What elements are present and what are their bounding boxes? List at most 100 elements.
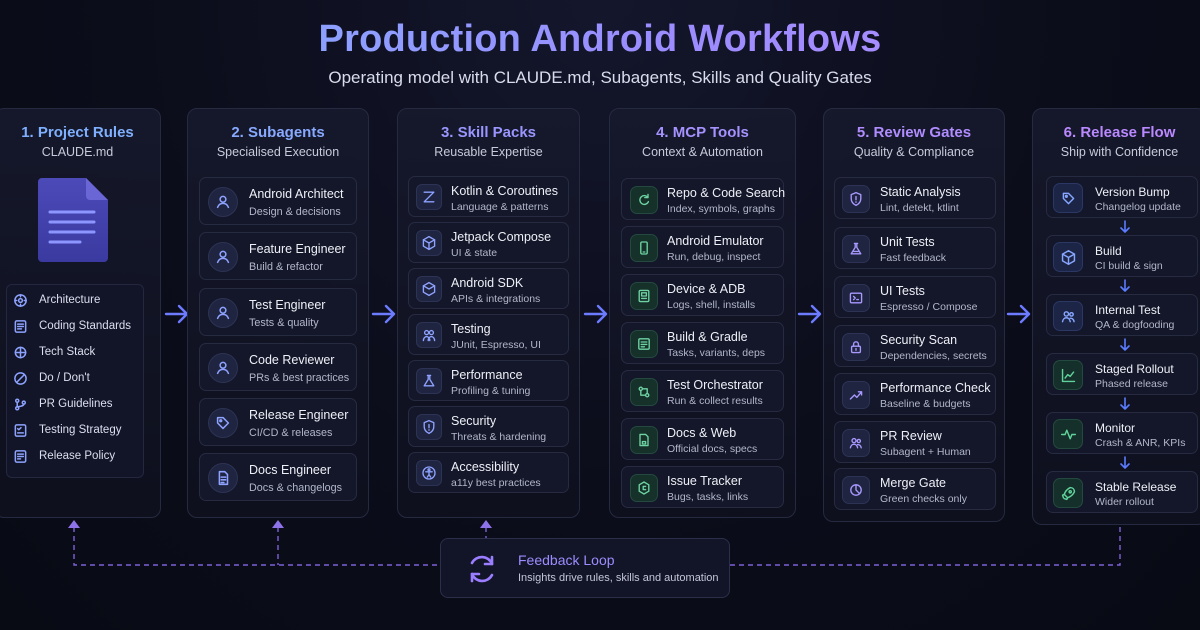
subagent-desc: PRs & best practices — [249, 372, 350, 384]
tool-card[interactable]: Build & Gradle Tasks, variants, deps — [621, 322, 784, 364]
document-icon — [38, 178, 108, 262]
tool-desc: Bugs, tasks, links — [667, 491, 749, 503]
tool-desc: Logs, shell, installs — [667, 299, 756, 311]
column-skill-packs: 3. Skill Packs Reusable Expertise Kotlin… — [397, 108, 580, 518]
release-step-desc: Crash & ANR, KPIs — [1095, 437, 1186, 449]
subagent-name: Android Architect — [249, 187, 344, 201]
tool-desc: Run, debug, inspect — [667, 251, 761, 263]
users-icon — [1053, 301, 1083, 331]
subagent-name: Code Reviewer — [249, 353, 335, 367]
skill-desc: Language & patterns — [451, 201, 549, 213]
rule-label: Release Policy — [39, 450, 116, 462]
gate-card[interactable]: Unit Tests Fast feedback — [834, 227, 996, 269]
release-step-name: Monitor — [1095, 421, 1136, 435]
lock-icon — [842, 333, 870, 361]
stack-icon — [13, 345, 28, 360]
release-step[interactable]: Staged Rollout Phased release — [1046, 353, 1198, 395]
issue-icon — [630, 474, 658, 502]
subagent-card[interactable]: Feature Engineer Build & refactor — [199, 232, 357, 280]
tool-name: Docs & Web — [667, 426, 737, 440]
rule-label: Do / Don't — [39, 372, 90, 384]
rule-item[interactable]: Release Policy — [13, 447, 141, 467]
tool-card[interactable]: Repo & Code Search Index, symbols, graph… — [621, 178, 785, 220]
feedback-title: Feedback Loop — [518, 552, 615, 568]
release-step[interactable]: Monitor Crash & ANR, KPIs — [1046, 412, 1198, 454]
subagent-card[interactable]: Android Architect Design & decisions — [199, 177, 357, 225]
tool-card[interactable]: Issue Tracker Bugs, tasks, links — [621, 466, 784, 508]
skill-card[interactable]: Testing JUnit, Espresso, UI — [408, 314, 569, 355]
subagent-desc: Docs & changelogs — [249, 482, 343, 494]
arrow-right-icon — [1006, 303, 1032, 325]
rule-item[interactable]: Architecture — [13, 291, 141, 311]
skill-card[interactable]: Android SDK APIs & integrations — [408, 268, 569, 309]
rule-item[interactable]: Do / Don't — [13, 369, 141, 389]
rule-item[interactable]: Tech Stack — [13, 343, 141, 363]
skill-card[interactable]: Jetpack Compose UI & state — [408, 222, 569, 263]
rule-label: PR Guidelines — [39, 398, 113, 410]
skill-desc: a11y best practices — [451, 477, 541, 489]
gate-card[interactable]: Performance Check Baseline & budgets — [834, 373, 996, 415]
gate-card[interactable]: Static Analysis Lint, detekt, ktlint — [834, 177, 996, 219]
tool-desc: Official docs, specs — [667, 443, 758, 455]
bug-icon — [416, 322, 442, 348]
gate-card[interactable]: Merge Gate Green checks only — [834, 468, 996, 510]
skill-card[interactable]: Performance Profiling & tuning — [408, 360, 569, 401]
rule-item[interactable]: Coding Standards — [13, 317, 141, 337]
rule-item[interactable]: Testing Strategy — [13, 421, 141, 441]
flask-icon — [416, 368, 442, 394]
gate-card[interactable]: UI Tests Espresso / Compose — [834, 276, 996, 318]
loop-icon — [465, 552, 499, 586]
users-icon — [842, 429, 870, 457]
skill-name: Accessibility — [451, 460, 520, 474]
gate-card[interactable]: PR Review Subagent + Human — [834, 421, 996, 463]
architecture-icon — [13, 293, 28, 308]
column-title: 3. Skill Packs — [440, 124, 537, 141]
subagent-card[interactable]: Release Engineer CI/CD & releases — [199, 398, 357, 446]
subagent-name: Docs Engineer — [249, 463, 331, 477]
web-doc-icon — [630, 426, 658, 454]
skill-desc: Profiling & tuning — [451, 385, 531, 397]
phone-icon — [630, 234, 658, 262]
tool-card[interactable]: Device & ADB Logs, shell, installs — [621, 274, 784, 316]
subagent-card[interactable]: Code Reviewer PRs & best practices — [199, 343, 357, 391]
tool-card[interactable]: Test Orchestrator Run & collect results — [621, 370, 784, 412]
column-subtitle: Ship with Confidence — [1060, 145, 1179, 159]
cube-icon — [416, 230, 442, 256]
subagent-card[interactable]: Test Engineer Tests & quality — [199, 288, 357, 336]
flask-icon — [842, 235, 870, 263]
release-step[interactable]: Stable Release Wider rollout — [1046, 471, 1198, 513]
column-subtitle: Reusable Expertise — [434, 145, 543, 159]
accessibility-icon — [416, 460, 442, 486]
feedback-loop-card[interactable]: Feedback Loop Insights drive rules, skil… — [440, 538, 730, 598]
subagent-card[interactable]: Docs Engineer Docs & changelogs — [199, 453, 357, 501]
gate-name: Merge Gate — [880, 476, 947, 490]
gate-desc: Dependencies, secrets — [880, 350, 987, 362]
release-step[interactable]: Build CI build & sign — [1046, 235, 1198, 277]
person-icon — [208, 187, 238, 217]
feedback-subtitle: Insights drive rules, skills and automat… — [518, 572, 719, 584]
arrow-down-icon — [1119, 397, 1131, 411]
subagent-name: Test Engineer — [249, 298, 326, 312]
skill-card[interactable]: Kotlin & Coroutines Language & patterns — [408, 176, 569, 217]
release-step[interactable]: Internal Test QA & dogfooding — [1046, 294, 1198, 336]
gate-desc: Green checks only — [880, 493, 967, 505]
rocket-icon — [1053, 478, 1083, 508]
tool-card[interactable]: Android Emulator Run, debug, inspect — [621, 226, 784, 268]
tool-name: Build & Gradle — [667, 330, 748, 344]
pulse-icon — [1053, 419, 1083, 449]
tool-name: Issue Tracker — [667, 474, 743, 488]
column-subtitle: CLAUDE.md — [41, 145, 114, 159]
gate-card[interactable]: Security Scan Dependencies, secrets — [834, 325, 996, 367]
kotlin-icon — [416, 184, 442, 210]
rules-list: Architecture Coding Standards Tech Stack… — [6, 284, 144, 478]
release-step[interactable]: Version Bump Changelog update — [1046, 176, 1198, 218]
tool-card[interactable]: Docs & Web Official docs, specs — [621, 418, 784, 460]
gate-name: UI Tests — [880, 284, 925, 298]
rule-item[interactable]: PR Guidelines — [13, 395, 141, 415]
person-icon — [208, 353, 238, 383]
skill-desc: APIs & integrations — [451, 293, 541, 305]
column-subagents: 2. Subagents Specialised Execution Andro… — [187, 108, 369, 518]
skill-card[interactable]: Security Threats & hardening — [408, 406, 569, 447]
arrow-down-icon — [1119, 338, 1131, 352]
skill-card[interactable]: Accessibility a11y best practices — [408, 452, 569, 493]
